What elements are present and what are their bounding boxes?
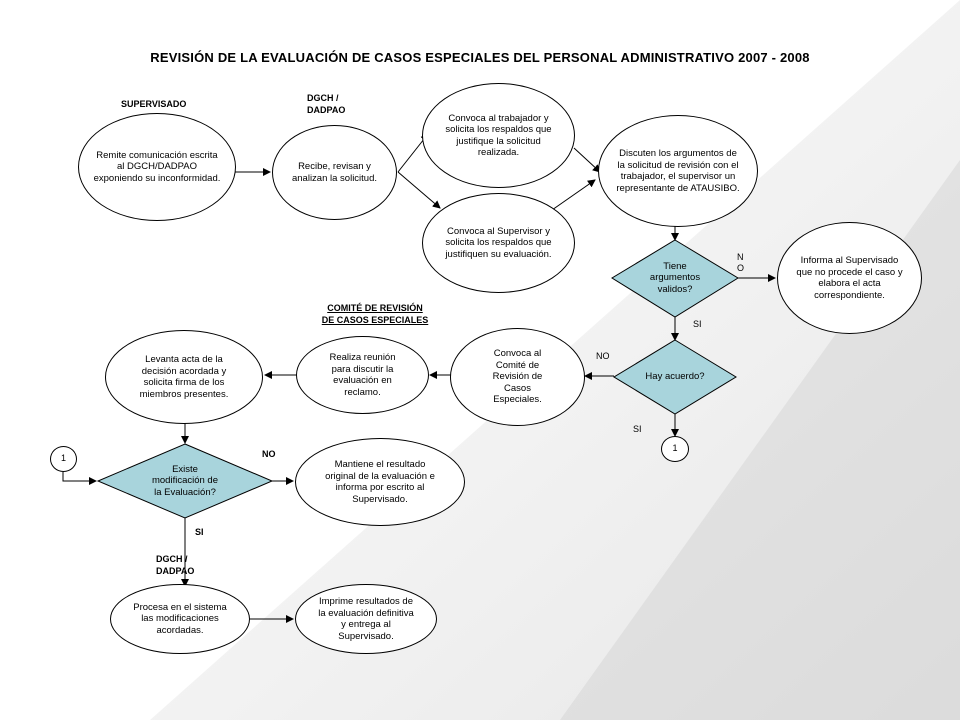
lane-label-dgch-bottom-1: DGCH / [156, 554, 188, 564]
decision-diamond-existe [96, 443, 274, 519]
decision-text-existe: Existe modificación de la Evaluación? [151, 463, 218, 498]
node-remite: Remite comunicación escrita al DGCH/DADP… [78, 113, 236, 221]
lane-label-dgch-top-2: DADPAO [307, 105, 346, 115]
node-convoca-comite: Convoca al Comité de Revisión de Casos E… [450, 328, 585, 426]
decision-text-tiene: Tiene argumentos validos? [649, 260, 701, 295]
edge-label-no-acuerdo: NO [596, 351, 610, 361]
node-convoca-supervisor: Convoca al Supervisor y solicita los res… [422, 193, 575, 293]
lane-label-comite-1: COMITÉ DE REVISIÓN [327, 303, 423, 313]
node-informa: Informa al Supervisado que no procede el… [777, 222, 922, 334]
decision-diamond-hay [613, 339, 737, 415]
node-mantiene: Mantiene el resultado original de la eva… [295, 438, 465, 526]
edge-label-no-tiene-2: O [737, 263, 745, 273]
edge-label-no-tiene-1: N [737, 252, 744, 262]
edge-label-si-existe: SI [195, 527, 204, 537]
edge-label-no-existe: NO [262, 449, 276, 459]
connector-1-right: 1 [661, 436, 689, 462]
node-procesa: Procesa en el sistema las modificaciones… [110, 584, 250, 654]
arrow-supervisor-discuten [551, 179, 596, 211]
decision-text-hay: Hay acuerdo? [645, 371, 705, 383]
arrow-connector-existe [62, 472, 97, 485]
node-discuten: Discuten los argumentos de la solicitud … [598, 115, 758, 227]
arrow-recibe-convoca-supervisor [397, 171, 441, 209]
node-recibe: Recibe, revisan y analizan la solicitud. [272, 125, 397, 220]
node-imprime: Imprime resultados de la evaluación defi… [295, 584, 437, 654]
connector-1-left: 1 [50, 446, 77, 472]
edge-label-si-tiene: SI [693, 319, 702, 329]
lane-label-dgch-bottom-2: DADPAO [156, 566, 195, 576]
page-title: REVISIÓN DE LA EVALUACIÓN DE CASOS ESPEC… [150, 50, 810, 65]
node-realiza-reunion: Realiza reunión para discutir la evaluac… [296, 336, 429, 414]
edge-label-si-acuerdo: SI [633, 424, 642, 434]
arrow-trabajador-discuten [573, 147, 601, 173]
lane-label-supervisado: SUPERVISADO [121, 99, 187, 109]
node-levanta-acta: Levanta acta de la decisión acordada y s… [105, 330, 263, 424]
lane-label-comite-2: DE CASOS ESPECIALES [321, 315, 429, 325]
node-convoca-trabajador: Convoca al trabajador y solicita los res… [422, 83, 575, 188]
decision-diamond-tiene [611, 239, 739, 318]
lane-label-dgch-top-1: DGCH / [307, 93, 339, 103]
